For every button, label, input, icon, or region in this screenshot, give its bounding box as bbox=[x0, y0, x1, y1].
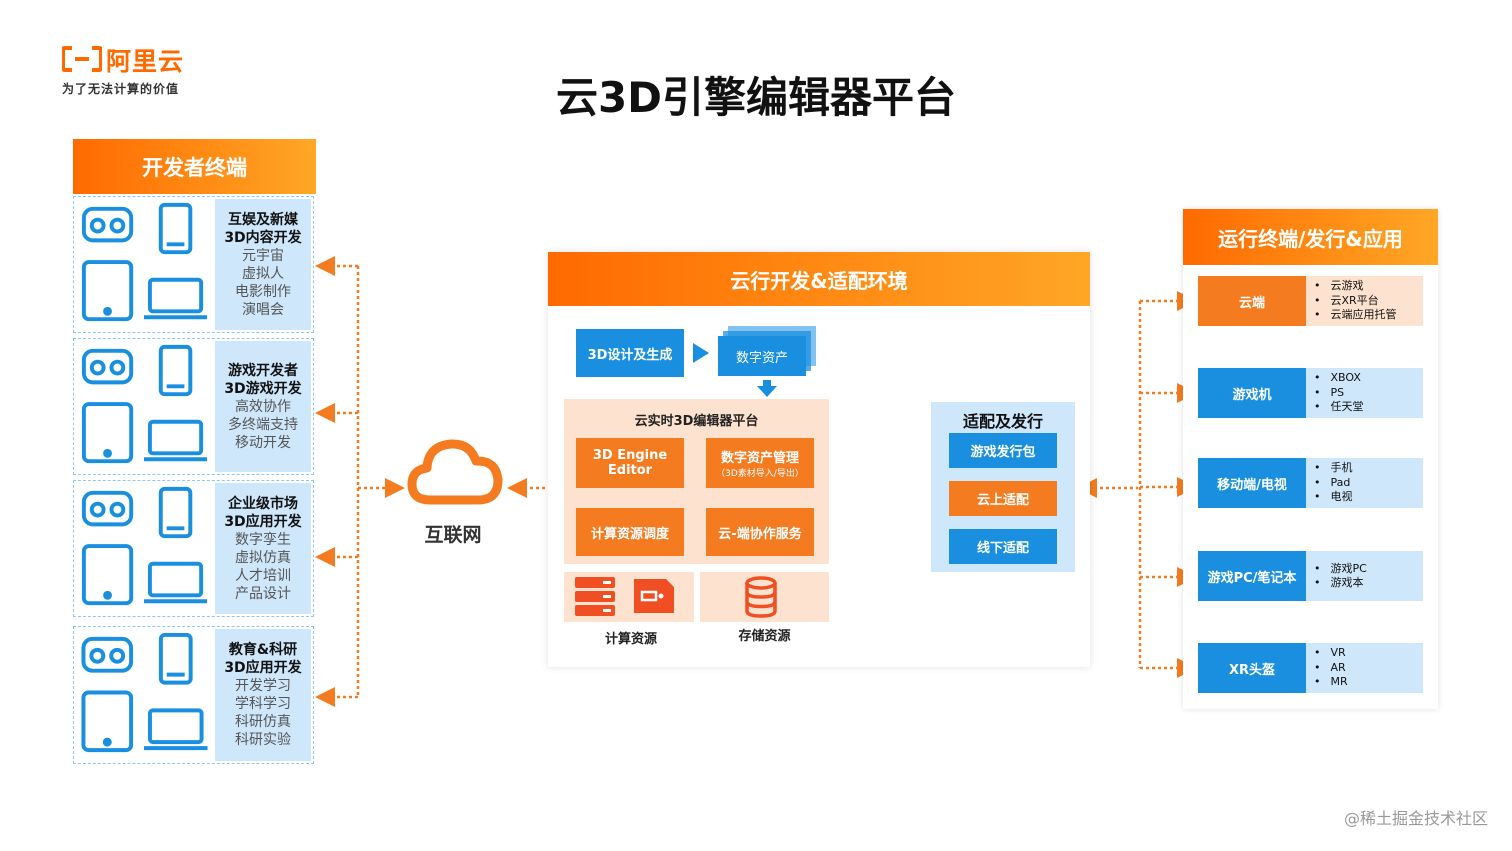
editor-platform-title: 云实时3D编辑器平台 bbox=[634, 414, 759, 429]
database-icon bbox=[745, 576, 777, 618]
engine-editor-line: 3D Engine bbox=[592, 448, 668, 463]
offline-adaptation-box: 线下适配 bbox=[949, 529, 1057, 564]
fit-release-title: 适配及发行 bbox=[962, 412, 1043, 431]
runtime-item-mobile-tv: 移动端/电视 手机 Pad 电视 bbox=[1198, 458, 1423, 508]
dev-group-education: 教育&科研 3D应用开发 开发学习 学科学习 科研仿真 科研实验 bbox=[73, 626, 314, 764]
runtime-item-cloud: 云端 云游戏 云XR平台 云端应用托管 bbox=[1198, 276, 1423, 326]
runtime-header: 运行终端/发行&应用 bbox=[1183, 209, 1438, 265]
dev-group-subitem: 学科学习 bbox=[235, 696, 291, 712]
compute-resources-label: 计算资源 bbox=[604, 632, 657, 647]
runtime-subitem: Pad bbox=[1314, 476, 1423, 491]
cloud-env-header: 云行开发&适配环境 bbox=[548, 252, 1090, 306]
runtime-subitem: 游戏PC bbox=[1314, 562, 1423, 577]
watermark: @稀土掘金技术社区 bbox=[1343, 809, 1488, 828]
dev-group-subitem: 虚拟人 bbox=[242, 265, 284, 282]
dev-group-subitem: 人才培训 bbox=[235, 567, 291, 584]
design-generate-box: 3D设计及生成 bbox=[576, 329, 684, 377]
dev-group-subitem: 移动开发 bbox=[235, 434, 291, 451]
dev-group-title: 3D应用开发 bbox=[224, 513, 302, 530]
digital-assets-box: 数字资产 bbox=[718, 336, 806, 376]
storage-resources-label: 存储资源 bbox=[738, 629, 791, 644]
runtime-subitem: 云XR平台 bbox=[1314, 294, 1423, 309]
runtime-subitem: 游戏本 bbox=[1314, 576, 1423, 591]
dev-group-subitem: 高效协作 bbox=[235, 398, 291, 415]
dev-group-subitem: 电影制作 bbox=[235, 283, 291, 300]
dev-group-entertainment: 互娱及新媒 3D内容开发 元宇宙 虚拟人 电影制作 演唱会 bbox=[73, 196, 314, 333]
dev-group-label: 教育&科研 3D应用开发 开发学习 学科学习 科研仿真 科研实验 bbox=[215, 629, 311, 761]
runtime-subitem: VR bbox=[1314, 646, 1423, 661]
dev-group-title: 3D内容开发 bbox=[224, 229, 302, 246]
dev-group-title: 教育&科研 bbox=[228, 642, 298, 658]
compute-scheduling-box: 计算资源调度 bbox=[576, 508, 684, 556]
dev-group-subitem: 多终端支持 bbox=[228, 416, 298, 433]
runtime-item-label: XR头盔 bbox=[1198, 643, 1306, 693]
runtime-item-subs: 手机 Pad 电视 bbox=[1306, 458, 1423, 508]
dev-group-subitem: 虚拟仿真 bbox=[235, 549, 291, 566]
dev-group-subitem: 演唱会 bbox=[242, 301, 284, 318]
device-icons bbox=[81, 486, 208, 606]
asset-management-box: 数字资产管理 （3D素材导入/导出） bbox=[706, 438, 814, 488]
runtime-subitem: 手机 bbox=[1314, 461, 1423, 476]
dev-group-subitem: 数字孪生 bbox=[235, 531, 291, 548]
runtime-item-subs: XBOX PS 任天堂 bbox=[1306, 368, 1423, 418]
runtime-subitem: AR bbox=[1314, 661, 1423, 676]
dev-group-subitem: 元宇宙 bbox=[242, 247, 284, 264]
device-icons bbox=[81, 344, 208, 464]
dev-group-label: 游戏开发者 3D游戏开发 高效协作 多终端支持 移动开发 bbox=[215, 341, 311, 472]
dev-group-title: 互娱及新媒 bbox=[228, 211, 298, 228]
engine-editor-box: 3D Engine Editor bbox=[576, 438, 684, 488]
runtime-subitem: XBOX bbox=[1314, 371, 1423, 386]
brand-name: 阿里云 bbox=[106, 47, 185, 76]
chip-icon bbox=[634, 579, 674, 613]
runtime-item-label: 游戏机 bbox=[1198, 368, 1306, 418]
dev-group-subitem: 科研实验 bbox=[235, 732, 291, 748]
dev-group-game: 游戏开发者 3D游戏开发 高效协作 多终端支持 移动开发 bbox=[73, 338, 314, 475]
runtime-item-label: 云端 bbox=[1198, 276, 1306, 326]
runtime-subitem: 任天堂 bbox=[1314, 400, 1423, 415]
dev-group-subitem: 产品设计 bbox=[235, 585, 291, 602]
runtime-item-subs: 云游戏 云XR平台 云端应用托管 bbox=[1306, 276, 1423, 326]
dev-group-subitem: 开发学习 bbox=[235, 678, 291, 694]
arrow-down-icon bbox=[757, 380, 777, 397]
cloud-collab-box: 云-端协作服务 bbox=[706, 508, 814, 556]
runtime-item-label: 移动端/电视 bbox=[1198, 458, 1306, 508]
brand-slogan: 为了无法计算的价值 bbox=[62, 82, 180, 96]
device-icons bbox=[81, 632, 208, 753]
dev-group-title: 企业级市场 bbox=[228, 495, 298, 512]
cloud-icon bbox=[407, 439, 503, 505]
runtime-item-label: 游戏PC/笔记本 bbox=[1198, 551, 1306, 601]
internet-label: 互联网 bbox=[424, 524, 482, 546]
runtime-item-pc: 游戏PC/笔记本 游戏PC 游戏本 bbox=[1198, 551, 1423, 601]
runtime-item-xr: XR头盔 VR AR MR bbox=[1198, 643, 1423, 693]
game-release-package-box: 游戏发行包 bbox=[949, 433, 1057, 468]
device-icons bbox=[81, 202, 208, 322]
dev-group-enterprise: 企业级市场 3D应用开发 数字孪生 虚拟仿真 人才培训 产品设计 bbox=[73, 480, 314, 617]
engine-editor-line: Editor bbox=[607, 463, 653, 478]
aliyun-logo-icon bbox=[62, 46, 102, 72]
runtime-subitem: PS bbox=[1314, 386, 1423, 401]
dev-group-title: 3D应用开发 bbox=[224, 660, 302, 676]
developer-terminal-header: 开发者终端 bbox=[73, 139, 316, 194]
asset-management-label: 数字资产管理 bbox=[720, 451, 799, 466]
dev-group-label: 互娱及新媒 3D内容开发 元宇宙 虚拟人 电影制作 演唱会 bbox=[215, 199, 311, 330]
asset-management-sub: （3D素材导入/导出） bbox=[716, 469, 804, 479]
dev-group-subitem: 科研仿真 bbox=[235, 714, 291, 730]
runtime-subitem: MR bbox=[1314, 675, 1423, 690]
runtime-subitem: 云游戏 bbox=[1314, 279, 1423, 294]
runtime-item-console: 游戏机 XBOX PS 任天堂 bbox=[1198, 368, 1423, 418]
arrow-right-icon bbox=[693, 343, 709, 363]
runtime-subitem: 云端应用托管 bbox=[1314, 308, 1423, 323]
runtime-item-subs: 游戏PC 游戏本 bbox=[1306, 551, 1423, 601]
cloud-adaptation-box: 云上适配 bbox=[949, 481, 1057, 516]
page-title: 云3D引擎编辑器平台 bbox=[555, 73, 957, 122]
dev-group-label: 企业级市场 3D应用开发 数字孪生 虚拟仿真 人才培训 产品设计 bbox=[215, 483, 311, 614]
runtime-subitem: 电视 bbox=[1314, 490, 1423, 505]
dev-group-title: 游戏开发者 bbox=[228, 362, 298, 379]
server-icon bbox=[575, 577, 615, 616]
runtime-item-subs: VR AR MR bbox=[1306, 643, 1423, 693]
dev-group-title: 3D游戏开发 bbox=[224, 380, 302, 397]
